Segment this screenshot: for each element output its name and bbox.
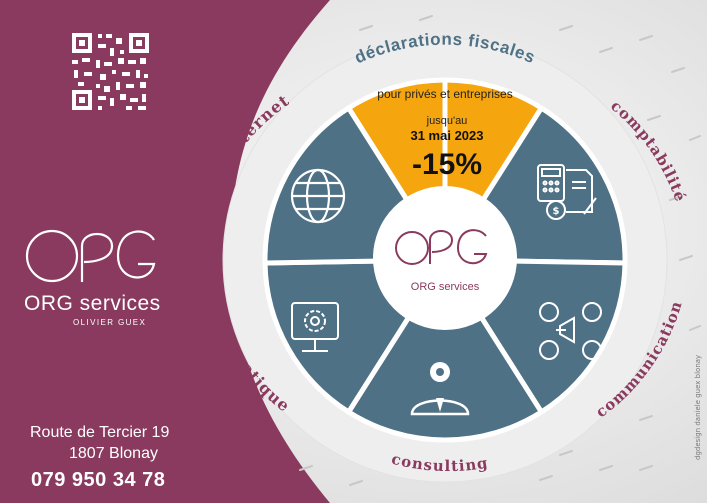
center-brand: ORG services [411,281,480,293]
brand-owner: OLIVIER GUEX [73,318,147,327]
promo-until: jusqu'au [426,115,468,127]
globe-icon [290,168,346,224]
center-circle [373,186,517,330]
address-line-2: 1807 Blonay [69,445,158,462]
promo-discount: -15% [412,148,482,181]
brand-name: ORG services [24,292,161,315]
promo-date: 31 mai 2023 [410,128,483,143]
qr-code [72,33,149,110]
brand-logo [25,229,156,283]
dash-pattern [299,15,701,486]
design-credit: dgdesign daniele guex blonay [694,354,702,460]
org-logo [395,229,488,265]
dollar-glyph: $ [553,206,560,217]
computer-gear-icon [291,302,339,352]
calculator-invoice-icon [537,164,597,220]
address-line-1: Route de Tercier 19 [30,424,170,441]
phone-number: 079 950 34 78 [31,469,166,491]
social-media-icon [539,302,602,360]
plum-panel [0,0,330,503]
consultant-icon [410,362,470,416]
segment-consulting [346,257,544,443]
promo-subtitle: pour privés et entreprises [377,87,512,101]
